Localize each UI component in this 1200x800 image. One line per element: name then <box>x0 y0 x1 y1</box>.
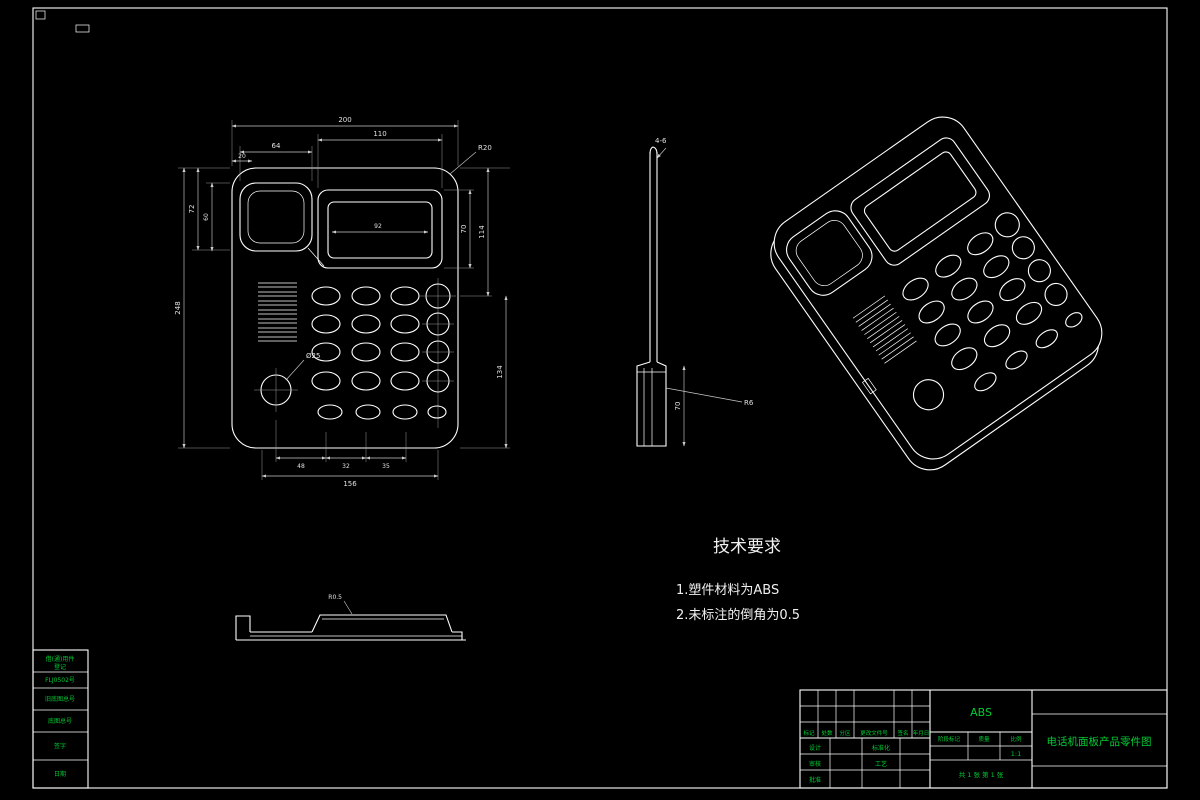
dim-label: Ø25 <box>306 352 320 360</box>
panel-outline-iso <box>773 116 1103 460</box>
drawing-title: 电话机面板产品零件图 <box>1047 735 1152 748</box>
dial-hole: Ø25 <box>254 352 320 412</box>
role-check: 审核 <box>809 760 821 768</box>
dim-label: 134 <box>496 365 504 379</box>
dim-label: R6 <box>744 399 754 407</box>
dim-label: 32 <box>342 463 350 470</box>
role-standard: 标准化 <box>872 744 890 752</box>
dim-label: 48 <box>297 463 305 470</box>
tech-req-title: 技术要求 <box>713 537 781 557</box>
dim-label: 70 <box>674 402 682 411</box>
strip-row3: 旧底图总号 <box>45 695 75 703</box>
strip-row1b: 登记 <box>54 663 66 671</box>
speaker-grille <box>258 282 297 342</box>
roles-zone: 设计 标准化 审核 工艺 批准 <box>800 738 930 788</box>
left-frame-strip: 借(通)用件 登记 FLJ0502号 旧底图总号 底图总号 签字 日期 <box>32 649 89 789</box>
role-approve: 批准 <box>809 776 821 784</box>
revision-table: 标记 处数 分区 更改文件号 签名 年月日 <box>800 690 930 739</box>
isometric-view <box>770 116 1103 471</box>
dim-label: 156 <box>343 480 357 488</box>
dim-label: 114 <box>478 225 486 239</box>
dim-label: R0.5 <box>328 594 342 601</box>
corner-mark <box>35 10 46 20</box>
dim-label: 35 <box>382 463 390 470</box>
material-label: ABS <box>970 706 992 719</box>
corner-mark <box>75 24 90 33</box>
dim-label: 200 <box>338 116 351 124</box>
keypad <box>311 278 456 428</box>
panel-outline <box>231 167 459 449</box>
strip-row1a: 借(通)用件 <box>46 655 75 663</box>
side-view: 4-6 70 R6 <box>636 137 754 447</box>
speaker-grille-iso <box>852 295 917 364</box>
dim-label: 20 <box>238 153 246 160</box>
strip-row6: 日期 <box>54 770 66 778</box>
technical-requirements: 技术要求 1.塑件材料为ABS 2.未标注的倒角为0.5 <box>676 537 800 623</box>
weight-label: 质量 <box>978 735 990 743</box>
sheet-info: 共 1 张 第 1 张 <box>959 770 1004 779</box>
display-window: 92 <box>317 189 443 269</box>
material-zone: ABS 阶段标记 质量 比例 1:1 共 1 张 第 1 张 <box>930 706 1032 779</box>
dim-label: 110 <box>373 130 386 138</box>
tech-req-item: 1.塑件材料为ABS <box>676 583 779 598</box>
dim-label: 64 <box>272 142 281 150</box>
dim-label: 70 <box>460 225 468 234</box>
dim-label: R20 <box>478 144 492 152</box>
dim-label: 248 <box>174 301 182 314</box>
scale-value: 1:1 <box>1011 750 1021 758</box>
dial-hole-iso <box>912 379 945 411</box>
edge-slot-iso <box>861 377 877 395</box>
front-view-dimensions: 200 110 64 20 248 72 60 70 114 134 R20 4… <box>174 116 510 488</box>
scale-label: 比例 <box>1010 735 1022 743</box>
rev-header-sign: 签名 <box>897 729 908 737</box>
dim-label: 72 <box>188 205 196 214</box>
role-design: 设计 <box>809 744 821 752</box>
drawing-border <box>32 7 1168 789</box>
strip-row2: FLJ0502号 <box>45 677 75 684</box>
rev-header-zone: 分区 <box>839 729 851 737</box>
strip-row4: 底图总号 <box>48 717 72 725</box>
strip-row5: 签字 <box>54 742 66 750</box>
rev-header-docno: 更改文件号 <box>860 729 888 737</box>
handset-recess <box>239 182 325 267</box>
keypad-iso <box>902 212 1083 392</box>
rev-header-date: 年月日 <box>913 729 930 737</box>
handset-recess-iso <box>786 210 873 296</box>
stage-label: 阶段标记 <box>938 735 961 743</box>
drawing-title-zone: 电话机面板产品零件图 <box>1032 713 1167 767</box>
title-block: 标记 处数 分区 更改文件号 签名 年月日 设计 标准化 审核 工艺 批准 AB… <box>799 689 1168 789</box>
dim-label: 60 <box>203 213 210 221</box>
dim-label: 4-6 <box>655 137 667 145</box>
rev-header-count: 处数 <box>821 729 833 737</box>
front-view: 92 <box>174 116 510 488</box>
dim-label: 92 <box>374 223 382 230</box>
rev-header-mark: 标记 <box>803 729 815 737</box>
role-process: 工艺 <box>875 760 887 768</box>
display-window-iso <box>850 137 990 266</box>
section-view: R0.5 <box>235 594 466 641</box>
tech-req-item: 2.未标注的倒角为0.5 <box>676 607 800 623</box>
